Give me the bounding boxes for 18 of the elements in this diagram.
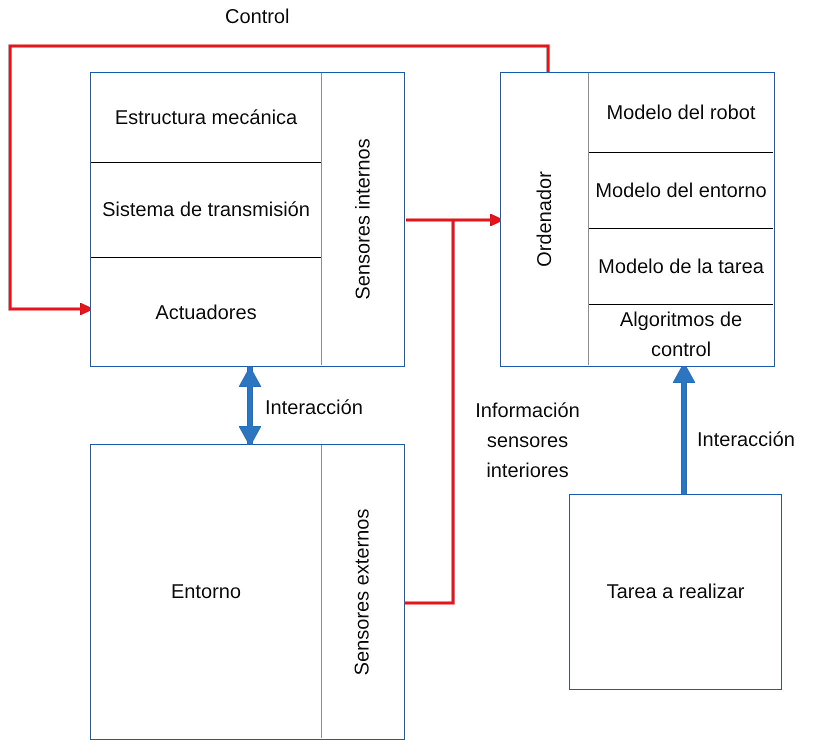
robot-system-box xyxy=(90,72,405,367)
node-label: Tarea a realizar xyxy=(606,580,744,605)
node-label: Entorno xyxy=(170,580,242,604)
node-label: Ordenador xyxy=(532,171,556,267)
node-label: Estructura mecánica xyxy=(114,106,298,130)
node-label: Sistema de transmisión xyxy=(102,198,310,223)
arrow xyxy=(238,366,262,446)
node-label: Sensores internos xyxy=(352,138,376,300)
node-label: Algoritmos de control xyxy=(618,308,744,363)
task-box xyxy=(569,494,782,690)
node-label: Modelo del robot xyxy=(606,100,756,126)
node-label: Modelo de la tarea xyxy=(598,254,764,280)
node-label: Actuadores xyxy=(155,301,257,326)
computer-system-box xyxy=(500,72,775,367)
node-label: Modelo del entorno xyxy=(595,178,767,204)
environment-box xyxy=(90,444,405,740)
node-label: Sensores externos xyxy=(350,508,374,675)
arrow xyxy=(8,44,550,316)
